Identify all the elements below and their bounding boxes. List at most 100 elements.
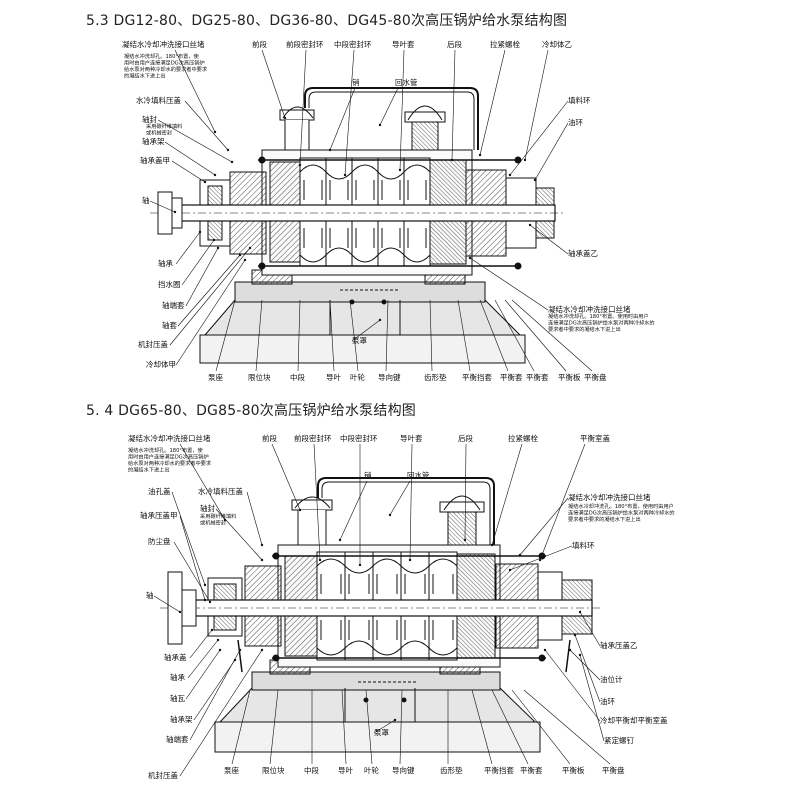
s1-note-left-line: 给水泵对两种冷却水的要求者中要求 <box>124 65 208 73</box>
s1-oil-ring-leader-dot <box>533 178 537 182</box>
s2-balance-disc-label: 平衡盘 <box>602 765 625 775</box>
s1-guide-vane-sleeve-leader-dot <box>398 168 402 172</box>
s1-guide-vane-leader <box>329 299 335 372</box>
s2-balance-retainer-label: 平衡挡套 <box>484 765 514 775</box>
s2-guide-vane-sleeve-leader <box>409 443 413 561</box>
s2-cooling-balance-cover-label: 冷却平衡却平衡室盖 <box>600 715 668 725</box>
s1-bearing-gland-a-label: 轴承盖甲 <box>140 155 170 165</box>
s1-mid-section-label: 中段 <box>290 372 305 382</box>
s1-bearing-gland-a-leader-dot <box>203 180 207 184</box>
s2-note-packing-line: 采用碳纤维填料 <box>200 512 236 520</box>
s2-mid-seal-ring-leader-dot <box>358 563 362 567</box>
s2-bearing-gland-b-label: 轴承压盖乙 <box>600 640 638 650</box>
s2-bushing-label: 轴瓦 <box>170 693 185 703</box>
s2-bearing-nut-leader-dot <box>238 648 242 652</box>
s2-shaft-seal-label: 轴封 <box>200 503 215 513</box>
s2-bearing-gland-a-label: 轴承压盖甲 <box>140 510 178 520</box>
s1-tension-bolt-leader-dot <box>478 153 482 157</box>
s1-front-seal-ring-leader <box>299 49 307 166</box>
s2-mid-section-label: 中段 <box>304 765 319 775</box>
s2-bearing-leader-dot <box>216 638 220 642</box>
s2-dust-disc-leader-dot <box>208 600 212 604</box>
s2-bearing-leader <box>187 639 219 679</box>
s2-gland-cover-leader-dot <box>260 648 264 652</box>
s1-bearing-nut-leader <box>185 247 219 307</box>
s1-note-right-line: 凝结水冲洗却孔。180°布置。使用时由用户 <box>548 312 649 320</box>
s1-water-slinger-label: 挡水圈 <box>158 279 181 289</box>
s1-oil-ring-label: 油环 <box>568 117 583 127</box>
s2-bearing-gland-b-leader <box>579 611 601 647</box>
s2-pump-cover-label: 泵罩 <box>374 728 389 737</box>
s1-front-seal-ring-label: 前段密封环 <box>286 39 324 49</box>
s2-guide-vane-sleeve-label: 导叶套 <box>400 433 423 443</box>
s2-tension-bolt-leader-dot <box>490 543 494 547</box>
s1-bearing-leader <box>175 231 201 265</box>
s1-balance-retainer-leader <box>457 299 471 372</box>
s1-balance-ring-label: 平衡套 <box>526 372 549 382</box>
s1-flush-plug-right-leader-dot <box>468 256 472 260</box>
s1-bearing-gland-a-leader <box>171 160 206 183</box>
s1-note-right-line: 连接满足DG次高压锅炉给水泵对两种冷却水的 <box>548 319 655 327</box>
s2-bearing-label: 轴承 <box>170 672 185 682</box>
s2-oil-ring-leader <box>574 634 601 703</box>
s2-tooth-gasket-label: 齿形垫 <box>440 765 463 775</box>
s2-packing-ring-leader <box>509 545 573 571</box>
s2-bearing-nut-label: 轴端套 <box>166 734 189 744</box>
s1-pin-leader <box>329 87 356 151</box>
s2-bearing-cover-label: 轴承盖 <box>164 652 187 662</box>
pump2-drawing <box>160 477 602 753</box>
s1-bearing-nut-label: 轴端套 <box>162 300 185 310</box>
s1-packing-ring-leader-dot <box>508 173 512 177</box>
s2-note-left-line: 凝结水冲洗却孔。180°布置，使 <box>128 446 204 454</box>
s1-pin-label: 销 <box>352 77 360 87</box>
s1-flush-plug-leader <box>174 49 216 133</box>
s2-oil-hole-cover-leader <box>171 491 206 586</box>
s2-pin-leader-dot <box>338 538 342 542</box>
s1-packing-ring-leader <box>509 100 569 176</box>
s2-pin-label: 销 <box>364 470 372 480</box>
s1-guide-vane-sleeve-label: 导叶套 <box>392 39 415 49</box>
s1-bearing-gland-b-label: 轴承盖乙 <box>568 248 598 258</box>
s2-bearing-frame-label: 轴承架 <box>170 714 193 724</box>
s2-flush-plug-leader <box>179 443 226 521</box>
s1-bearing-gland-b-leader-dot <box>528 223 532 227</box>
s1-shaft-seal-label: 轴封 <box>142 114 157 124</box>
s1-bearing-label: 轴承 <box>158 258 173 268</box>
pump1-base <box>199 269 526 364</box>
s1-flush-plug-leader-dot <box>213 130 217 134</box>
s1-rear-section-leader <box>451 49 456 161</box>
s1-mid-seal-ring-leader <box>344 49 355 176</box>
s2-bearing-cover-leader <box>189 629 213 659</box>
callout-labels: 凝结水冷却冲洗接口丝堵前段前段密封环中段密封环导叶套后段拉紧螺栓冷却体乙销回水管… <box>122 39 675 780</box>
s2-oil-ring-label: 油环 <box>600 696 615 706</box>
pump2-nozzles <box>291 477 495 546</box>
s1-gland-cover-leader-dot <box>248 246 252 250</box>
s1-flush-plug-label: 凝结水冷却冲洗接口丝堵 <box>122 39 205 49</box>
s2-balance-chamber-cover-leader <box>539 443 586 561</box>
s2-pump-cover-leader <box>373 719 396 734</box>
s1-note-right-line: 要求者中要求的凝结水下进上出 <box>548 325 621 333</box>
s1-balance-sleeve-label: 平衡套 <box>500 372 523 382</box>
s2-bushing-leader-dot <box>218 648 222 652</box>
s1-note-left-line: 的凝结水下进上出 <box>124 72 166 80</box>
s1-cooling-body-b-label: 冷却体乙 <box>542 39 572 49</box>
s1-impeller-label: 叶轮 <box>350 372 365 382</box>
s1-bearing-leader-dot <box>198 230 202 234</box>
s2-shaft-label: 轴 <box>146 590 154 600</box>
s2-return-pipe-label: 回水管 <box>407 470 430 480</box>
s1-note-left-line: 用时由用户连接满足DG次高压锅炉 <box>124 59 205 67</box>
s1-impeller-leader <box>349 299 359 372</box>
s2-lock-screw-leader <box>579 654 605 742</box>
s1-bearing-frame-leader-dot <box>213 173 217 177</box>
s1-pump-cover-label: 泵罩 <box>352 336 367 345</box>
s2-note-right-line: 连接满足DG次高压锅炉给水泵对两种冷却水的 <box>568 509 675 517</box>
s1-cooling-body-a-leader-dot <box>243 258 247 262</box>
s1-bearing-gland-b-leader <box>529 224 569 255</box>
s1-balance-disc-label: 平衡盘 <box>584 372 607 382</box>
s1-front-section-label: 前段 <box>252 39 267 49</box>
s2-note-right-line: 要求者中要求的凝结水下进上出 <box>568 515 641 523</box>
s2-front-seal-ring-leader <box>313 443 321 561</box>
s2-shaft-seal-leader <box>215 508 263 561</box>
s2-gland-cover-leader <box>179 649 263 777</box>
s1-shaft-label: 轴 <box>142 195 150 205</box>
